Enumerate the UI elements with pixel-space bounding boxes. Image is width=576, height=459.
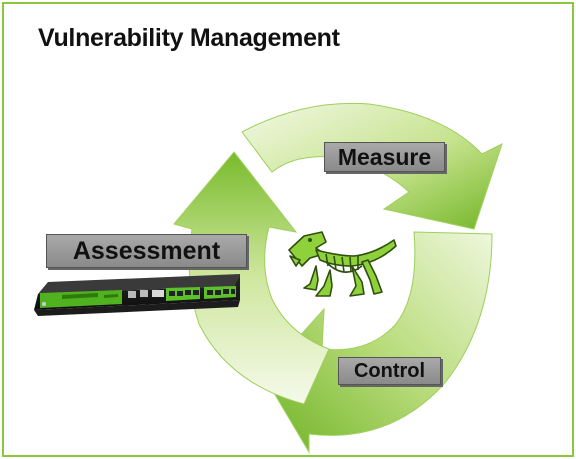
- stage-label-assessment-text: Assessment: [72, 236, 221, 265]
- arrow-control: [263, 231, 493, 454]
- dinosaur-skeleton-icon: [288, 231, 397, 297]
- stage-label-measure-text: Measure: [337, 143, 432, 170]
- stage-label-control: Control: [338, 357, 441, 385]
- security-appliance-image: [34, 274, 240, 316]
- arrow-assessment: [173, 151, 330, 405]
- page-title: Vulnerability Management: [38, 24, 340, 52]
- cycle-diagram: [34, 102, 503, 454]
- stage-label-control-text: Control: [353, 359, 426, 382]
- stage-label-measure: Measure: [324, 142, 445, 172]
- stage-label-assessment: Assessment: [46, 234, 247, 268]
